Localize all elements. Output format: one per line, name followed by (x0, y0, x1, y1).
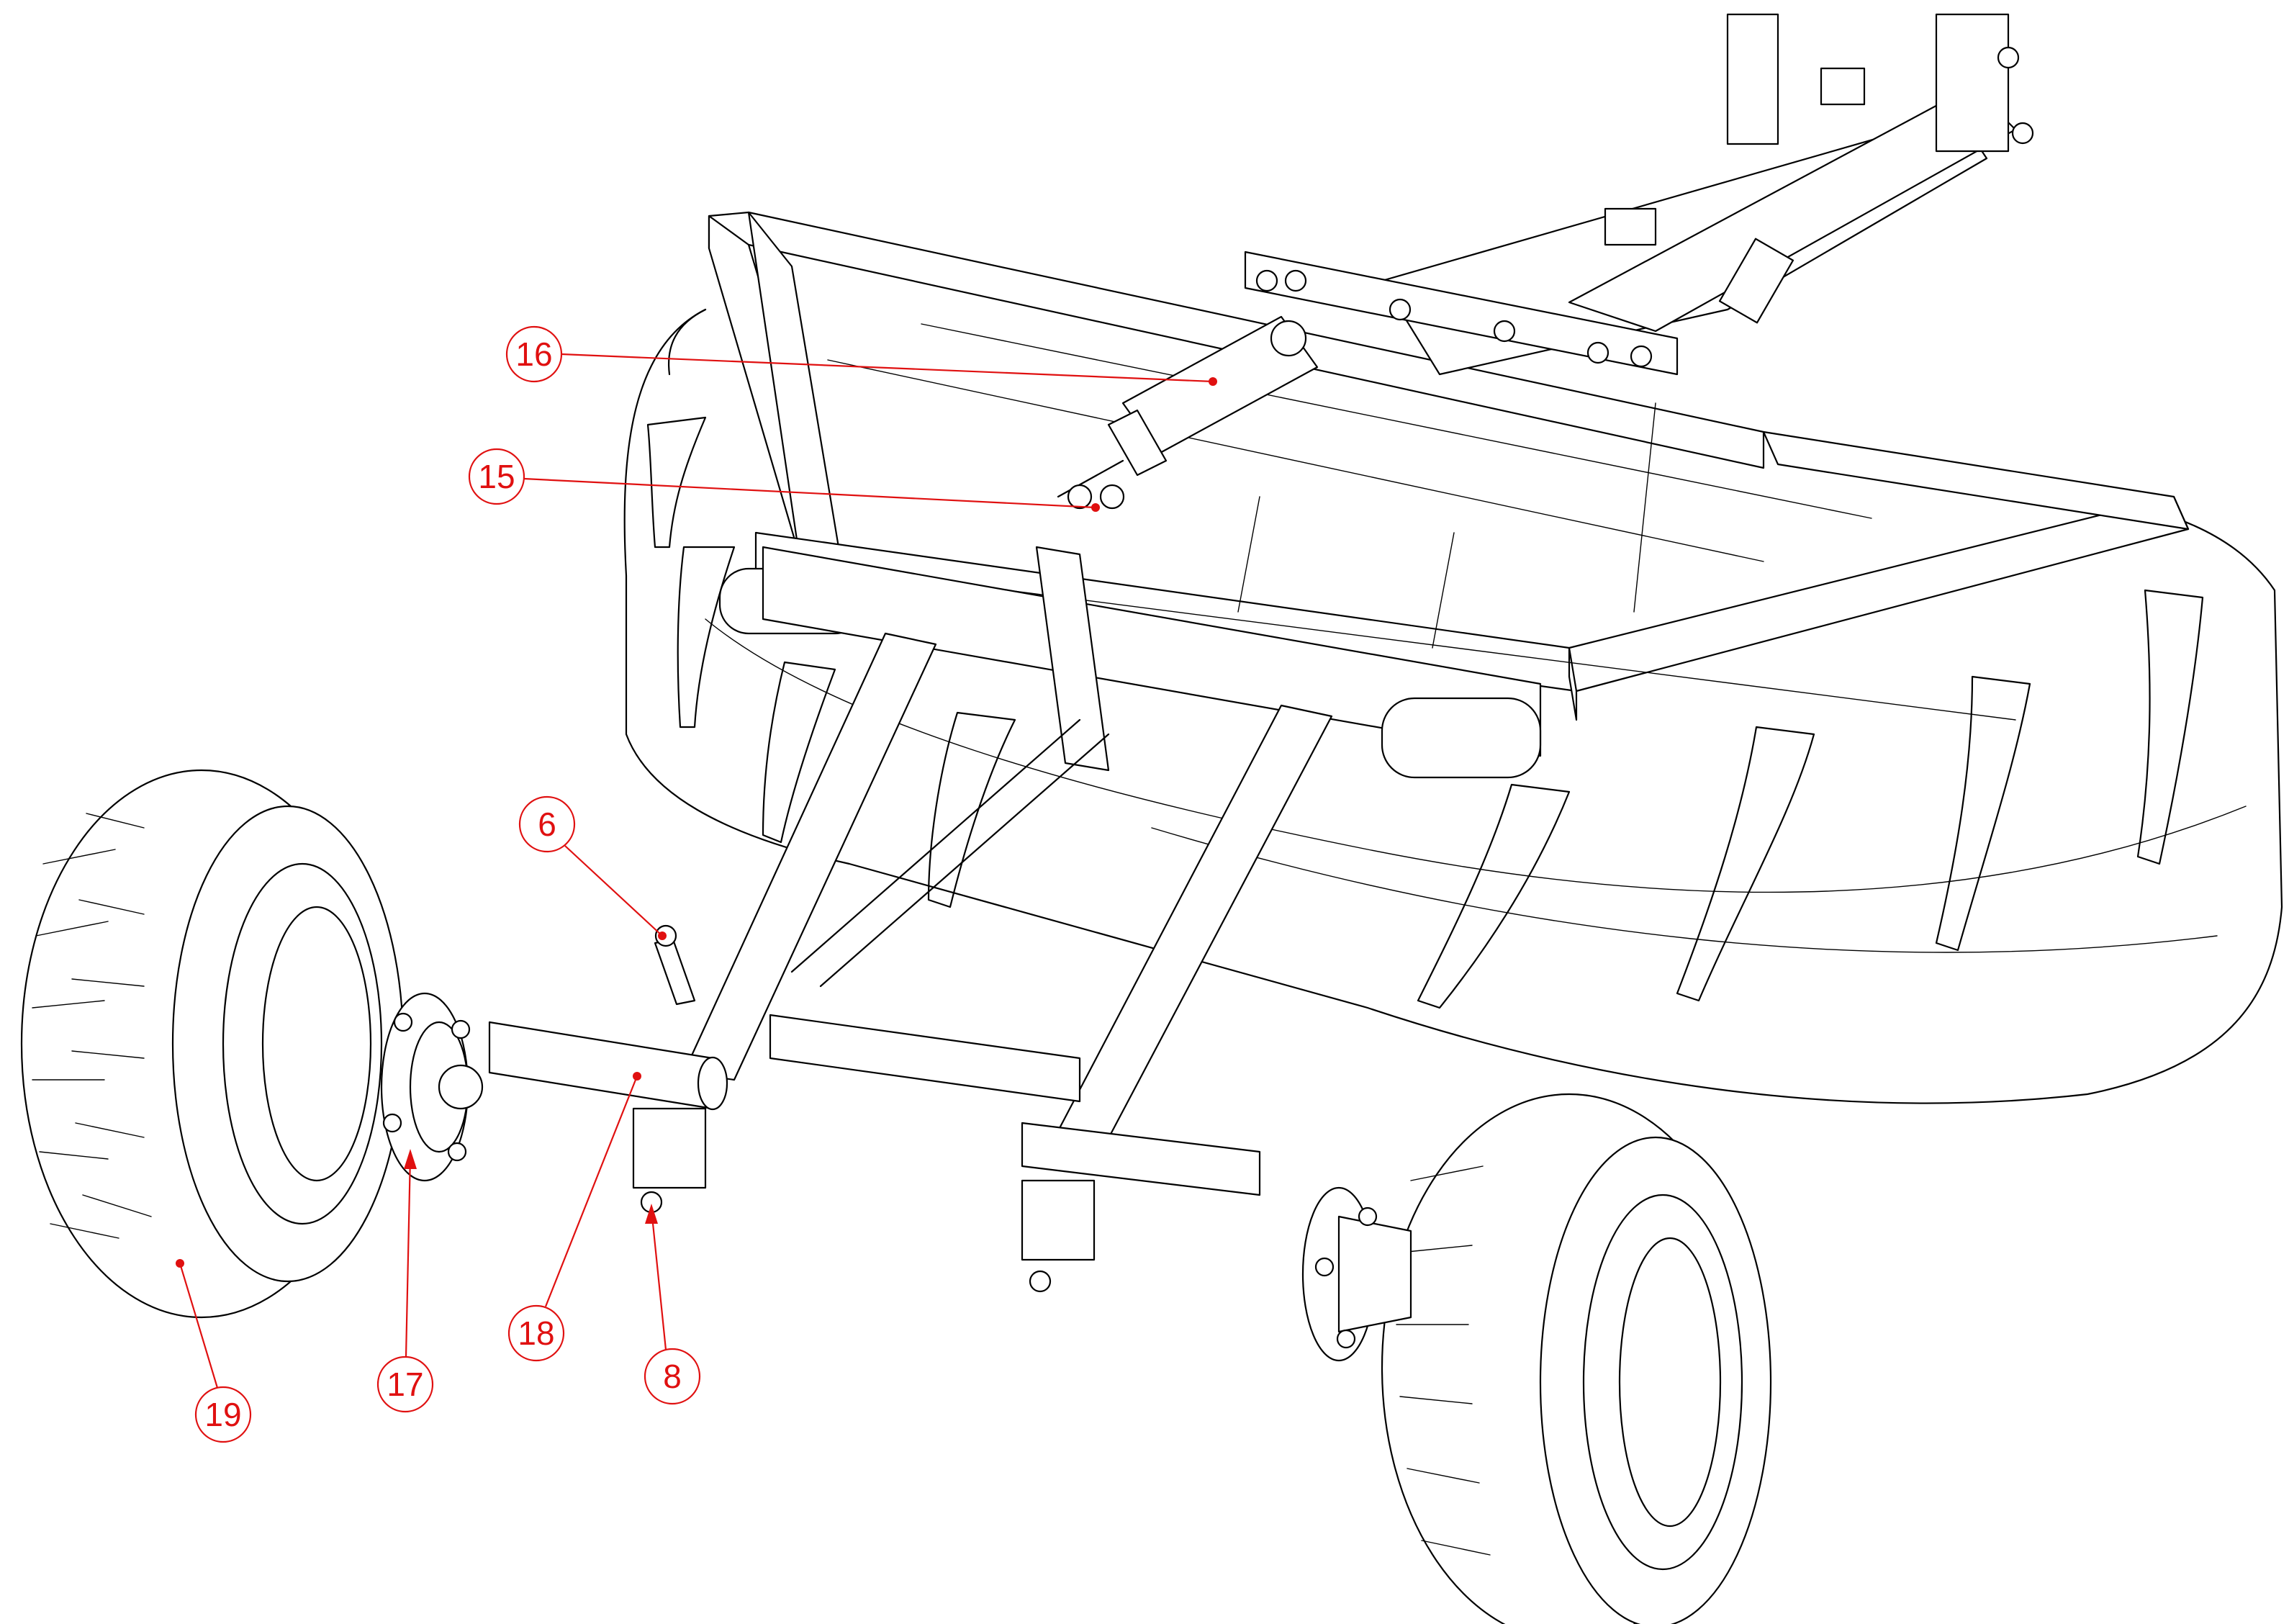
spindle-axles (488, 1021, 1261, 1293)
callout-18-label: 18 (518, 1314, 554, 1352)
deck-guards (646, 416, 2204, 1009)
lift-arms (682, 546, 1333, 1153)
callout-15-label: 15 (478, 458, 515, 495)
callout-19: 19 (176, 1259, 252, 1443)
callout-16-label: 16 (515, 335, 552, 373)
pivot-tubes (718, 546, 1542, 779)
callout-16: 16 (505, 325, 1217, 386)
rear-frame (708, 211, 2190, 721)
callout-17: 17 (376, 1149, 434, 1413)
callout-6: 6 (518, 795, 667, 940)
callout-6-label: 6 (538, 806, 556, 843)
right-tire (1381, 1093, 1772, 1624)
callout-17-label: 17 (387, 1366, 423, 1403)
callout-18: 18 (507, 1072, 641, 1362)
left-hub (380, 992, 484, 1182)
callout-8: 8 (644, 1204, 701, 1405)
tongue-hitch (1244, 13, 2034, 376)
right-hub (1301, 1186, 1412, 1362)
callout-8-label: 8 (663, 1358, 682, 1395)
bolt (654, 924, 696, 1006)
callout-19-label: 19 (204, 1396, 241, 1433)
callouts: 16 15 6 18 8 (176, 325, 1217, 1443)
callout-15: 15 (468, 448, 1100, 512)
hydraulic-cylinder (1057, 315, 1319, 510)
left-tire (20, 769, 405, 1319)
